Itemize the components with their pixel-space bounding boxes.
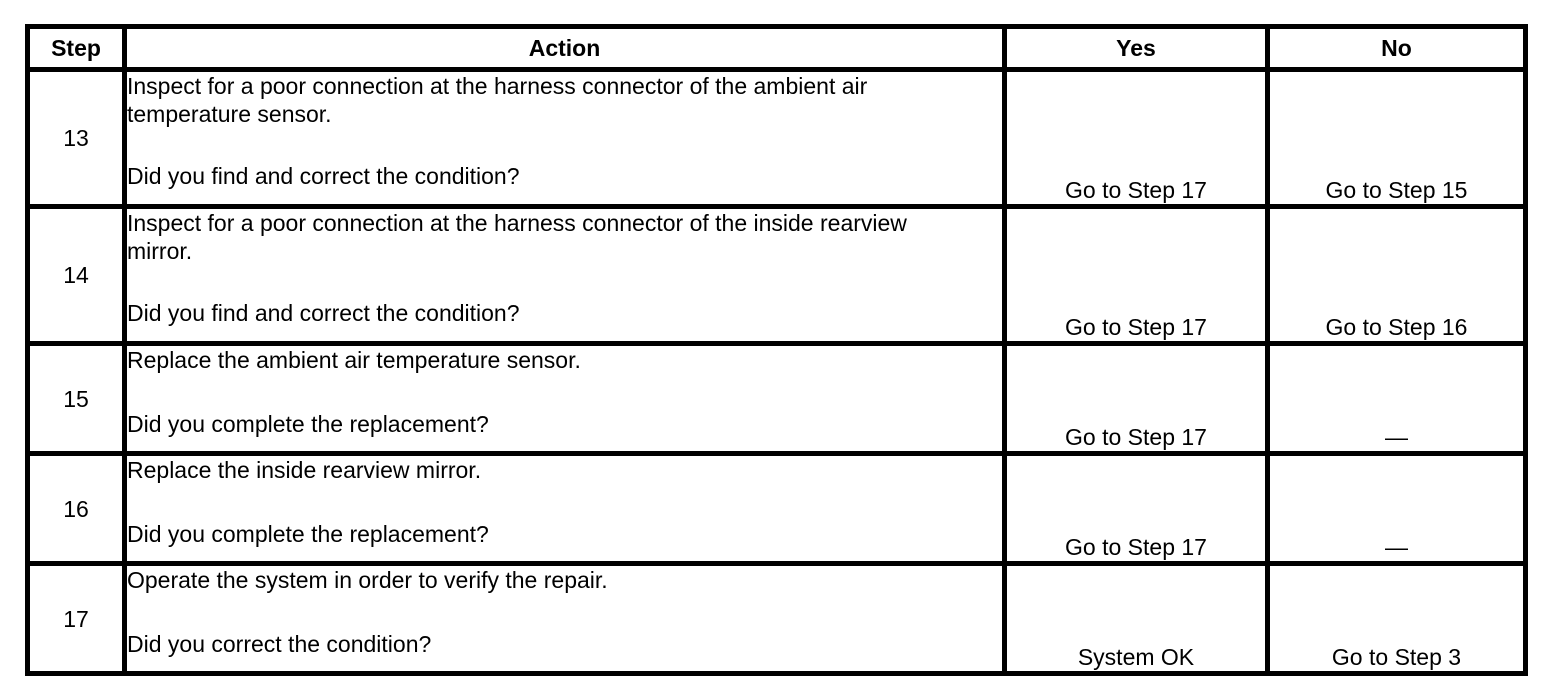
table-row: 15 Replace the ambient air temperature s…	[25, 341, 1528, 456]
yes-result: Go to Step 17	[1002, 341, 1270, 456]
yes-result: System OK	[1002, 561, 1270, 676]
action-description: Operate the system in order to verify th…	[127, 567, 608, 594]
action-description: Replace the inside rearview mirror.	[127, 457, 482, 484]
action-cell: Operate the system in order to verify th…	[122, 561, 1007, 676]
header-action: Action	[122, 24, 1007, 72]
yes-result: Go to Step 17	[1002, 67, 1270, 209]
no-result: —	[1265, 341, 1528, 456]
no-result: Go to Step 16	[1265, 204, 1528, 346]
yes-result: Go to Step 17	[1002, 204, 1270, 346]
step-number: 13	[25, 67, 127, 209]
no-result: Go to Step 15	[1265, 67, 1528, 209]
step-number: 14	[25, 204, 127, 346]
diagnostic-table: Step Action Yes No 13 Inspect for a poor…	[25, 24, 1528, 676]
no-result: Go to Step 3	[1265, 561, 1528, 676]
table-row: 17 Operate the system in order to verify…	[25, 561, 1528, 676]
header-no: No	[1265, 24, 1528, 72]
table-row: 14 Inspect for a poor connection at the …	[25, 204, 1528, 346]
action-description: Inspect for a poor connection at the har…	[127, 73, 868, 128]
action-question: Did you find and correct the condition?	[127, 163, 520, 189]
action-question: Did you complete the replacement?	[127, 411, 489, 437]
action-cell: Inspect for a poor connection at the har…	[122, 204, 1007, 346]
header-yes: Yes	[1002, 24, 1270, 72]
action-question: Did you correct the condition?	[127, 631, 432, 657]
header-row: Step Action Yes No	[25, 24, 1528, 72]
step-number: 16	[25, 451, 127, 566]
action-cell: Replace the ambient air temperature sens…	[122, 341, 1007, 456]
header-step: Step	[25, 24, 127, 72]
action-cell: Inspect for a poor connection at the har…	[122, 67, 1007, 209]
action-cell: Replace the inside rearview mirror. Did …	[122, 451, 1007, 566]
yes-result: Go to Step 17	[1002, 451, 1270, 566]
step-number: 15	[25, 341, 127, 456]
action-question: Did you complete the replacement?	[127, 521, 489, 547]
table-row: 13 Inspect for a poor connection at the …	[25, 67, 1528, 209]
action-description: Replace the ambient air temperature sens…	[127, 347, 581, 374]
no-result: —	[1265, 451, 1528, 566]
step-number: 17	[25, 561, 127, 676]
action-description: Inspect for a poor connection at the har…	[127, 210, 907, 265]
table-row: 16 Replace the inside rearview mirror. D…	[25, 451, 1528, 566]
action-question: Did you find and correct the condition?	[127, 300, 520, 326]
